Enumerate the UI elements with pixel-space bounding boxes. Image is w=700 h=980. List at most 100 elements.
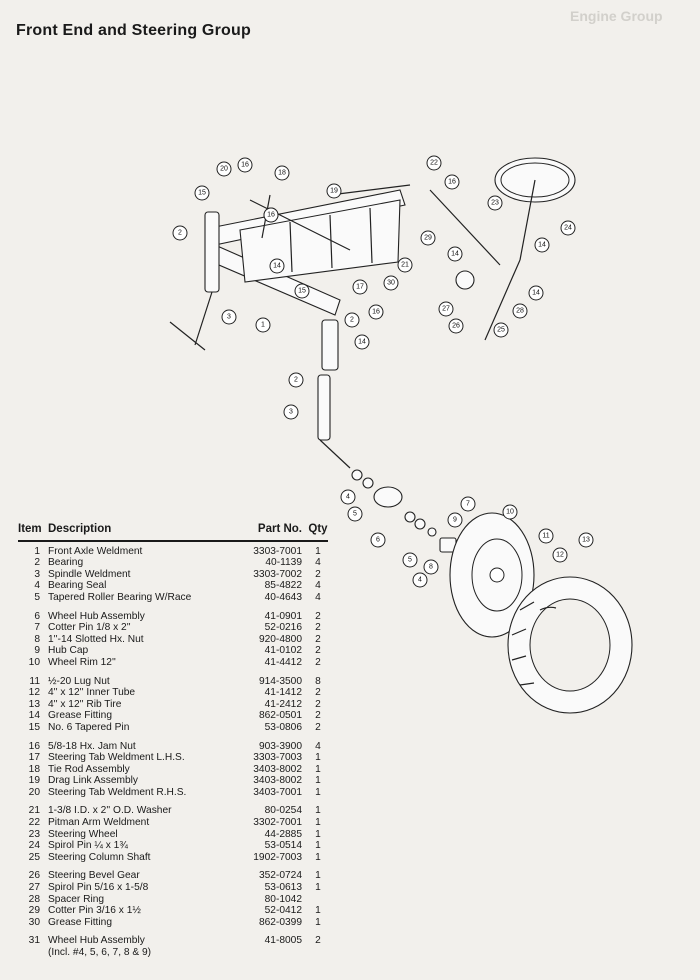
callout-11: 11 xyxy=(538,528,554,544)
cell-part: 862-0399 xyxy=(258,916,302,928)
cell-desc: Steering Tab Weldment R.H.S. xyxy=(48,786,187,798)
cell-desc: No. 6 Tapered Pin xyxy=(48,721,130,733)
cell-desc: 1-3/8 I.D. x 2'' O.D. Washer xyxy=(48,805,172,817)
cell-part: 52-0216 xyxy=(264,622,302,634)
cell-qty: 2 xyxy=(315,656,321,668)
cell-part: 85-4822 xyxy=(264,580,302,592)
wheel-rim-drawing xyxy=(449,512,535,638)
cell-qty: 2 xyxy=(315,710,321,722)
svg-text:14: 14 xyxy=(451,251,459,258)
svg-text:2: 2 xyxy=(178,230,182,237)
cell-desc: Tapered Roller Bearing W/Race xyxy=(48,591,192,603)
svg-text:11: 11 xyxy=(542,533,549,540)
callout-22: 22 xyxy=(426,155,442,171)
callout-4: 4 xyxy=(340,489,356,505)
svg-text:16: 16 xyxy=(241,162,249,169)
cell-part: 41-4412 xyxy=(264,656,302,668)
callout-14: 14 xyxy=(528,285,544,301)
callout-8: 8 xyxy=(423,559,439,575)
svg-text:15: 15 xyxy=(198,190,206,197)
cell-desc: Grease Fitting xyxy=(48,916,112,928)
cell-part: 3302-7001 xyxy=(253,817,302,829)
cell-part: 1902-7003 xyxy=(253,851,302,863)
cell-part: 3403-7001 xyxy=(253,786,302,798)
svg-text:29: 29 xyxy=(424,235,432,242)
cell-desc: Steering Bevel Gear xyxy=(48,870,140,882)
callout-2: 2 xyxy=(344,312,360,328)
cell-desc: Bearing xyxy=(48,557,84,569)
cell-part: 41-0901 xyxy=(264,610,302,622)
cell-desc: Spirol Pin 5/16 x 1-5/8 xyxy=(48,882,149,894)
callout-23: 23 xyxy=(487,195,503,211)
cell-item: 18 xyxy=(28,763,40,775)
cell-part: 3303-7001 xyxy=(253,545,302,557)
steering-wheel-drawing xyxy=(429,157,576,341)
cell-desc: 4'' x 12'' Rib Tire xyxy=(48,698,122,710)
cell-part: 40-1139 xyxy=(265,557,302,569)
cell-item: 22 xyxy=(28,817,40,829)
cell-item: 14 xyxy=(28,710,40,722)
cell-part: 41-0102 xyxy=(264,645,302,657)
cell-part: 44-2885 xyxy=(264,828,302,840)
cell-item: 7 xyxy=(34,622,40,634)
cell-qty: 2 xyxy=(315,610,321,622)
svg-text:14: 14 xyxy=(358,339,366,346)
cell-part: 914-3500 xyxy=(258,675,302,687)
cell-desc: Steering Wheel xyxy=(48,828,118,840)
cell-part: 80-1042 xyxy=(264,893,302,905)
callout-12: 12 xyxy=(552,547,568,563)
cell-part: 41-1412 xyxy=(264,687,302,699)
cell-desc: Cotter Pin 3/16 x 1½ xyxy=(48,905,141,917)
tire-drawing xyxy=(507,576,633,714)
cell-item: 20 xyxy=(28,786,40,798)
cell-qty: 2 xyxy=(315,935,321,947)
cell-part: 53-0514 xyxy=(264,840,302,852)
svg-text:5: 5 xyxy=(353,511,357,518)
cell-desc: Spindle Weldment xyxy=(48,568,131,580)
callout-14: 14 xyxy=(447,246,463,262)
cell-desc: Drag Link Assembly xyxy=(48,775,139,787)
svg-text:10: 10 xyxy=(506,509,514,516)
cell-qty: 1 xyxy=(315,817,321,829)
cell-qty: 4 xyxy=(315,557,321,569)
cell-qty: 1 xyxy=(315,882,321,894)
cell-qty: 8 xyxy=(315,675,321,687)
cell-item: 13 xyxy=(28,698,40,710)
svg-text:20: 20 xyxy=(220,166,228,173)
svg-text:8: 8 xyxy=(429,564,433,571)
cell-part: 3403-8002 xyxy=(253,763,302,775)
facing-page-title: Engine Group xyxy=(570,8,663,24)
cell-desc: Front Axle Weldment xyxy=(48,545,143,557)
cell-desc: ½-20 Lug Nut xyxy=(48,675,110,687)
cell-qty: 1 xyxy=(315,870,321,882)
callout-3: 3 xyxy=(221,309,237,325)
callout-16: 16 xyxy=(263,207,279,223)
callout-18: 18 xyxy=(274,165,290,181)
cell-desc: Tie Rod Assembly xyxy=(48,763,130,775)
parts-table-header: Item Description Part No. Qty xyxy=(18,523,328,542)
callout-27: 27 xyxy=(438,301,454,317)
cell-desc: 4'' x 12'' Inner Tube xyxy=(48,687,136,699)
cell-desc: Wheel Hub Assembly xyxy=(48,610,145,622)
svg-text:4: 4 xyxy=(418,577,422,584)
table-row: (Incl. #4, 5, 6, 7, 8 & 9) xyxy=(18,947,328,959)
cell-item: 1 xyxy=(34,545,40,557)
cell-item: 2 xyxy=(34,557,40,569)
svg-text:24: 24 xyxy=(564,225,572,232)
cell-qty: 2 xyxy=(315,645,321,657)
cell-part: 40-4643 xyxy=(264,591,302,603)
svg-text:22: 22 xyxy=(430,160,438,167)
part-callouts: 1 2 2 2 3 3 4 4 5 5 6 7 8 9 10 11 12 13 … xyxy=(172,155,594,588)
cell-qty xyxy=(308,947,328,959)
cell-qty: 4 xyxy=(315,740,321,752)
callout-10: 10 xyxy=(502,504,518,520)
svg-text:18: 18 xyxy=(278,170,286,177)
